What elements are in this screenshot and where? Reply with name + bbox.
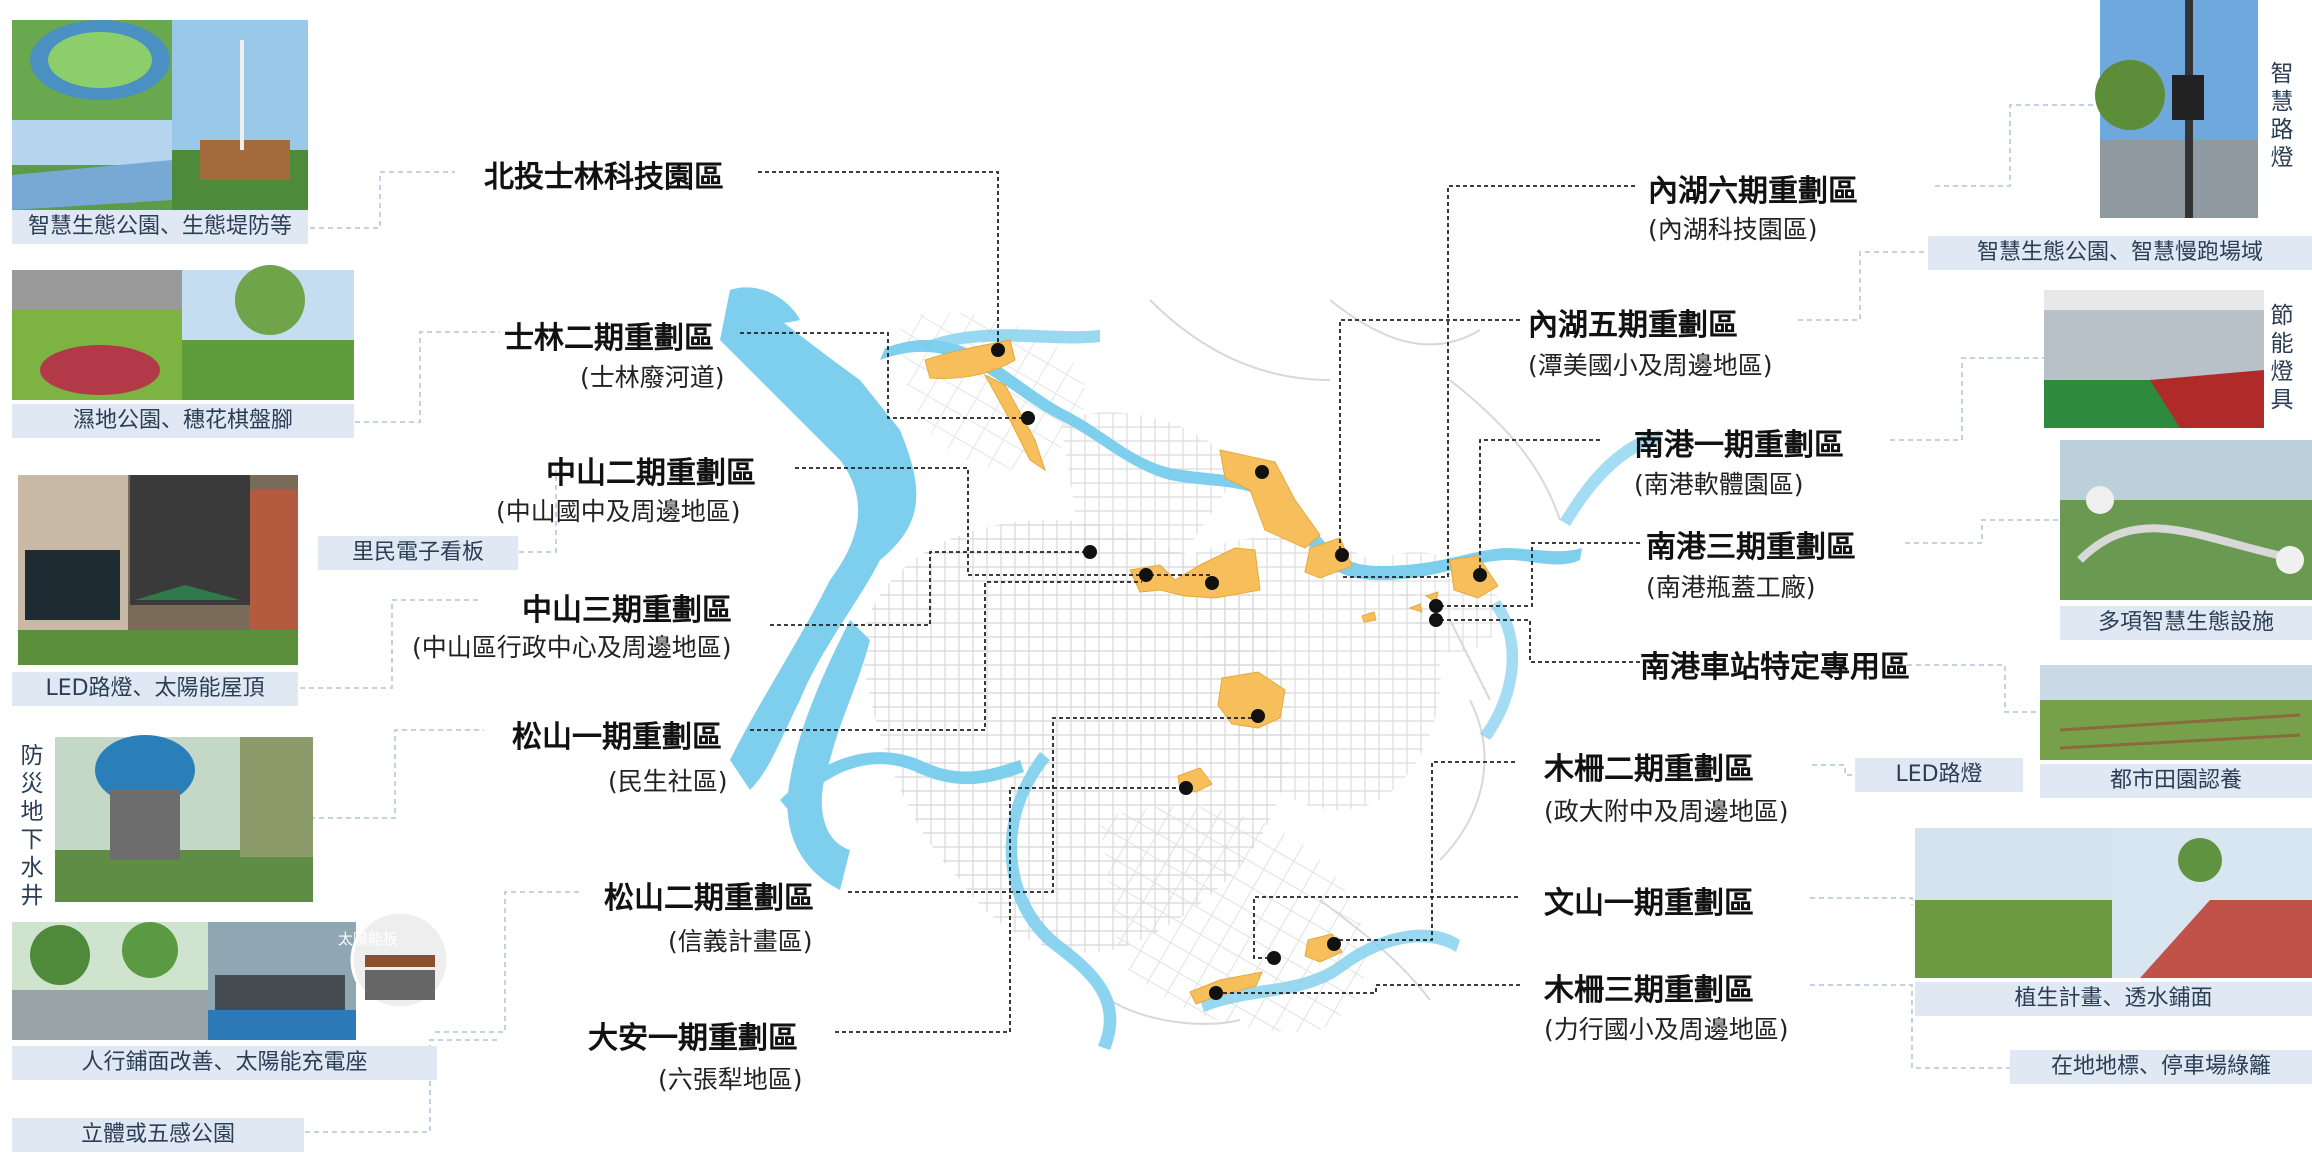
solar-panel-sign: 太陽能板 — [338, 930, 398, 948]
zone-title-nangang3: 南港三期重劃區 — [1646, 530, 1856, 565]
zone-sub-songshan1: (民生社區) — [608, 767, 728, 796]
marker-zhongshan2 — [1083, 545, 1097, 559]
marker-muzha2 — [1327, 937, 1341, 951]
caption-eco-jog: 智慧生態公園、智慧慢跑場域 — [1928, 236, 2312, 270]
caption-wetland: 濕地公園、穗花棋盤腳 — [12, 404, 354, 438]
zone-title-songshan1: 松山一期重劃區 — [512, 720, 722, 755]
zone-title-nangang-station: 南港車站特定專用區 — [1640, 650, 1910, 685]
zone-songshan1 — [1217, 671, 1286, 729]
marker-nangang3 — [1429, 599, 1443, 613]
zone-neihu6 — [1219, 449, 1321, 549]
marker-zhongshan3 — [1139, 568, 1153, 582]
caption-smart-streetlight: 智慧路燈 — [2270, 61, 2294, 171]
photo-urban-farm — [2040, 665, 2312, 760]
photo-pavement: 太陽能板 — [12, 910, 450, 1040]
marker-zhongshan3b — [1205, 576, 1219, 590]
caption-planting: 植生計畫、透水鋪面 — [1915, 982, 2312, 1016]
street-network — [860, 299, 1561, 1032]
feature-leader-lines — [300, 104, 2100, 1133]
zone-beitou-shilin — [924, 339, 1046, 472]
photo-eco-park — [12, 20, 308, 210]
marker-beitou-shilin — [991, 343, 1005, 357]
photo-led-solar — [18, 475, 298, 665]
zone-sub-muzha3: (力行國小及周邊地區) — [1544, 1015, 1789, 1044]
marker-daan1 — [1179, 781, 1193, 795]
rivers — [720, 287, 1662, 1050]
zone-title-beitou-shilin: 北投士林科技園區 — [484, 160, 724, 195]
photo-wetland — [12, 265, 354, 400]
caption-led-light: LED路燈 — [1855, 758, 2023, 792]
zone-sub-daan1: (六張犁地區) — [658, 1065, 803, 1094]
zone-sub-songshan2: (信義計畫區) — [668, 927, 813, 956]
caption-pavement: 人行鋪面改善、太陽能充電座 — [12, 1046, 437, 1080]
zone-title-neihu5: 內湖五期重劃區 — [1528, 308, 1738, 343]
caption-multi-eco: 多項智慧生態設施 — [2060, 606, 2312, 640]
zone-markers — [991, 343, 1487, 1000]
zone-sub-zhongshan2: (中山國中及周邊地區) — [496, 497, 741, 526]
zone-title-neihu6: 內湖六期重劃區 — [1648, 174, 1858, 209]
marker-shilin2 — [1021, 411, 1035, 425]
zone-title-muzha2: 木柵二期重劃區 — [1544, 752, 1754, 787]
caption-led-solar: LED路燈、太陽能屋頂 — [12, 672, 298, 706]
marker-wenshan1 — [1267, 951, 1281, 965]
caption-landmark: 在地地標、停車場綠籬 — [2010, 1050, 2312, 1084]
zone-sub-neihu6: (內湖科技園區) — [1648, 215, 1818, 244]
caption-eco-park: 智慧生態公園、生態堤防等 — [12, 210, 308, 244]
zone-title-daan1: 大安一期重劃區 — [588, 1021, 798, 1056]
zone-title-songshan2: 松山二期重劃區 — [604, 881, 814, 916]
zone-title-zhongshan3: 中山三期重劃區 — [522, 593, 732, 628]
zone-zhongshan — [1129, 547, 1261, 599]
zone-title-nangang1: 南港一期重劃區 — [1634, 428, 1844, 463]
photo-smart-streetlight — [2095, 0, 2258, 218]
photo-planting — [1915, 828, 2312, 978]
redevelopment-zones — [924, 339, 1499, 1005]
marker-nangang-station — [1429, 613, 1443, 627]
marker-songshan1 — [1251, 709, 1265, 723]
zone-sub-nangang3: (南港瓶蓋工廠) — [1646, 573, 1816, 602]
zone-title-zhongshan2: 中山二期重劃區 — [546, 456, 756, 491]
marker-muzha3 — [1209, 986, 1223, 1000]
photo-energy-saving-lights — [2044, 290, 2264, 428]
photo-water-well — [55, 735, 313, 902]
caption-e-board: 里民電子看板 — [318, 536, 518, 570]
zone-sub-shilin2: (士林廢河道) — [580, 363, 725, 392]
caption-urban-farm: 都市田園認養 — [2040, 764, 2312, 798]
marker-neihu6 — [1255, 465, 1269, 479]
zone-sub-zhongshan3: (中山區行政中心及周邊地區) — [412, 633, 732, 662]
xindian-river — [780, 752, 1024, 812]
zone-sub-neihu5: (潭美國小及周邊地區) — [1528, 351, 1773, 380]
zone-muzha3 — [1189, 971, 1263, 1005]
tamsui-river — [720, 290, 917, 790]
photo-multi-eco — [2060, 440, 2312, 600]
caption-park-3d: 立體或五感公園 — [12, 1118, 304, 1152]
marker-neihu5 — [1335, 548, 1349, 562]
zone-title-shilin2: 士林二期重劃區 — [504, 321, 714, 356]
zone-sub-nangang1: (南港軟體園區) — [1634, 470, 1804, 499]
marker-nangang1 — [1473, 568, 1487, 582]
keelung-river — [880, 339, 1582, 580]
zone-title-muzha3: 木柵三期重劃區 — [1544, 973, 1754, 1008]
zone-sub-muzha2: (政大附中及周邊地區) — [1544, 797, 1789, 826]
zone-leader-lines — [740, 171, 1640, 1033]
caption-energy-lights: 節能燈具 — [2270, 303, 2294, 413]
zone-title-wenshan1: 文山一期重劃區 — [1544, 886, 1754, 921]
caption-water-well: 防災地下水井 — [20, 743, 44, 909]
